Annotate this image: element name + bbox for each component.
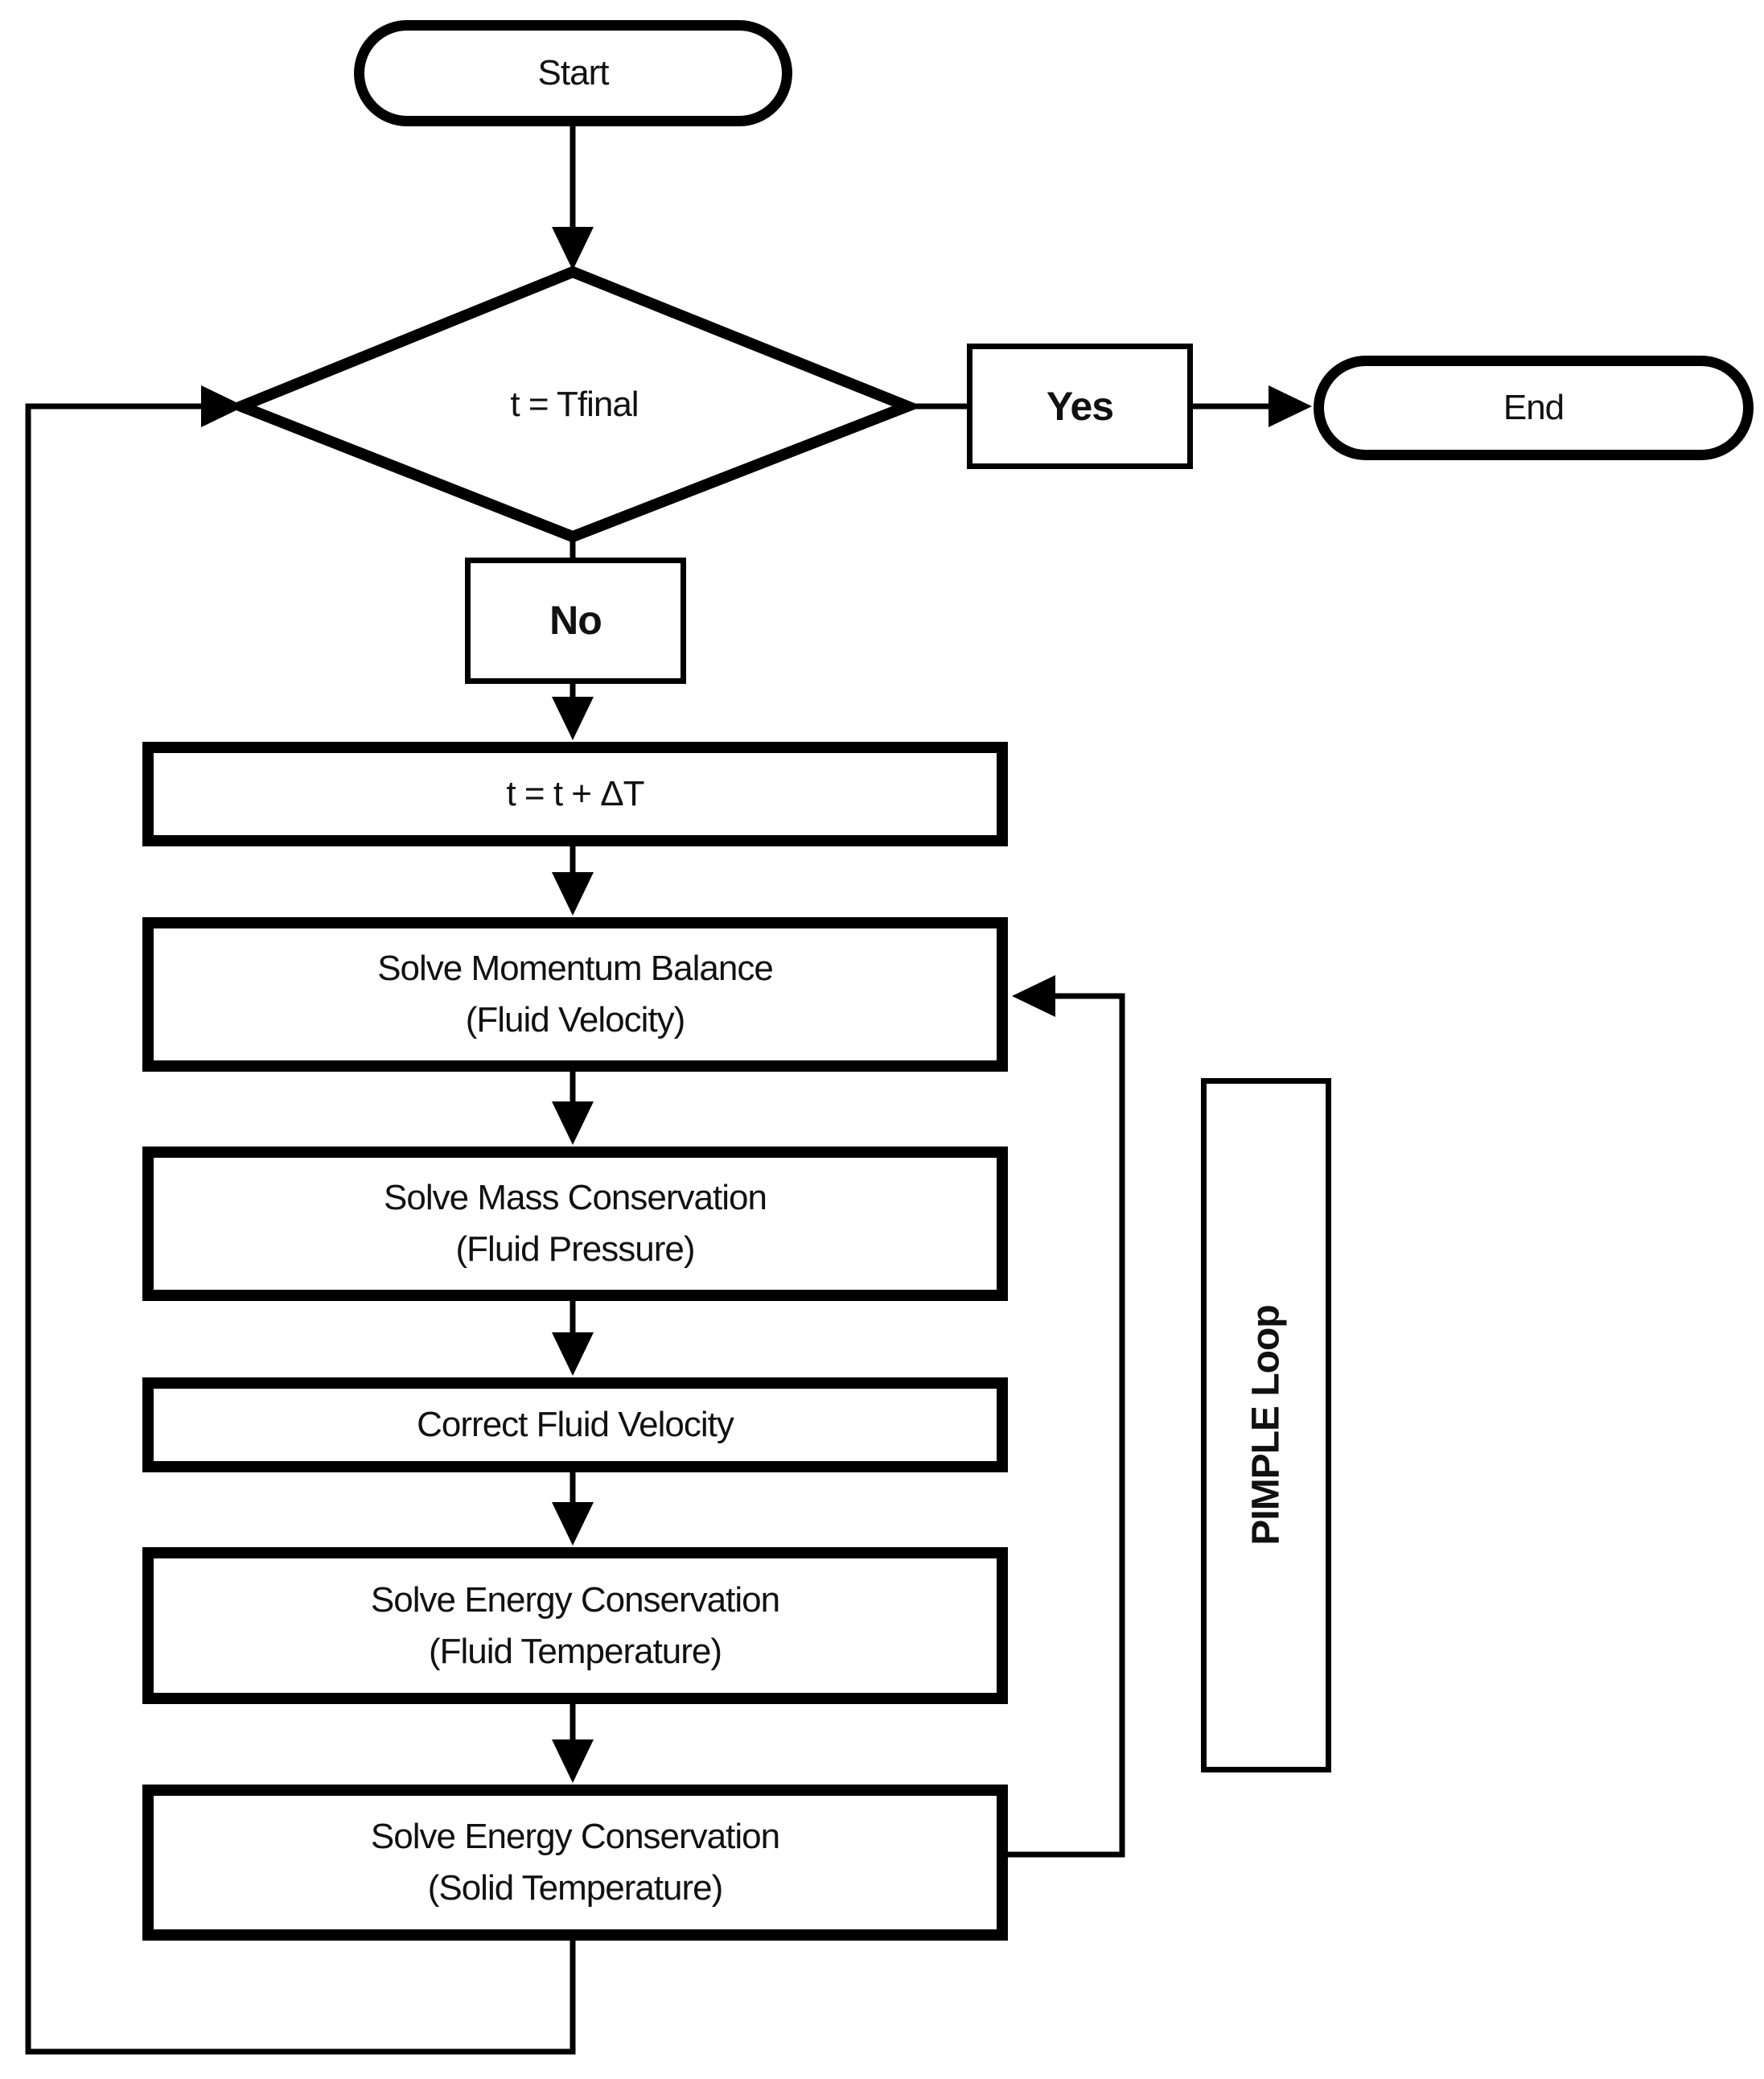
connector-pimple-loop <box>1005 993 1125 1858</box>
step-momentum-node: Solve Momentum Balance (Fluid Velocity) <box>142 917 1008 1072</box>
arrowhead-outer-into-decision <box>201 385 245 427</box>
no-label-text: No <box>549 598 602 644</box>
arrowhead-into-step6 <box>552 1739 594 1783</box>
step-mass-node: Solve Mass Conservation (Fluid Pressure) <box>142 1147 1008 1301</box>
step-energy-solid-node: Solve Energy Conservation (Solid Tempera… <box>142 1785 1008 1941</box>
decision-node-label: t = Tfinal <box>510 385 639 424</box>
pimple-loop-label-box: PIMPLE Loop <box>1201 1078 1331 1772</box>
step-correct-velocity-label: Correct Fluid Velocity <box>417 1405 734 1445</box>
step-momentum-line2: (Fluid Velocity) <box>465 1000 686 1040</box>
arrowhead-into-step3 <box>552 1101 594 1145</box>
step-energy-solid-line1: Solve Energy Conservation <box>370 1817 780 1857</box>
connector-outer-loop <box>25 403 576 2055</box>
step-mass-line1: Solve Mass Conservation <box>384 1178 767 1218</box>
arrowhead-into-step5 <box>552 1502 594 1546</box>
no-branch-label: No <box>465 558 686 684</box>
step-correct-velocity-node: Correct Fluid Velocity <box>142 1377 1008 1472</box>
start-node-label: Start <box>537 53 610 93</box>
step-time-increment-node: t = t + ΔT <box>142 742 1008 846</box>
end-node: End <box>1314 356 1754 460</box>
arrowhead-into-end <box>1269 385 1312 427</box>
pimple-loop-label: PIMPLE Loop <box>1244 1305 1288 1546</box>
arrowhead-into-step2 <box>552 872 594 916</box>
step-time-increment-label: t = t + ΔT <box>506 774 644 814</box>
step-momentum-line1: Solve Momentum Balance <box>377 949 774 989</box>
start-node: Start <box>354 20 792 126</box>
step-energy-fluid-line1: Solve Energy Conservation <box>370 1579 780 1620</box>
decision-diamond-shape <box>226 266 923 543</box>
yes-label-text: Yes <box>1046 383 1114 429</box>
step-energy-fluid-node: Solve Energy Conservation (Fluid Tempera… <box>142 1547 1008 1704</box>
step-mass-line2: (Fluid Pressure) <box>455 1229 696 1269</box>
arrowhead-into-step4 <box>552 1332 594 1376</box>
yes-branch-label: Yes <box>967 344 1193 469</box>
arrowhead-into-decision-top <box>552 227 594 270</box>
step-energy-fluid-line2: (Fluid Temperature) <box>428 1631 722 1671</box>
arrowhead-into-step1 <box>552 697 594 740</box>
step-energy-solid-line2: (Solid Temperature) <box>427 1868 724 1908</box>
arrowhead-pimple-into-step2 <box>1012 975 1055 1017</box>
end-node-label: End <box>1503 388 1565 428</box>
decision-node: t = Tfinal <box>241 272 907 537</box>
